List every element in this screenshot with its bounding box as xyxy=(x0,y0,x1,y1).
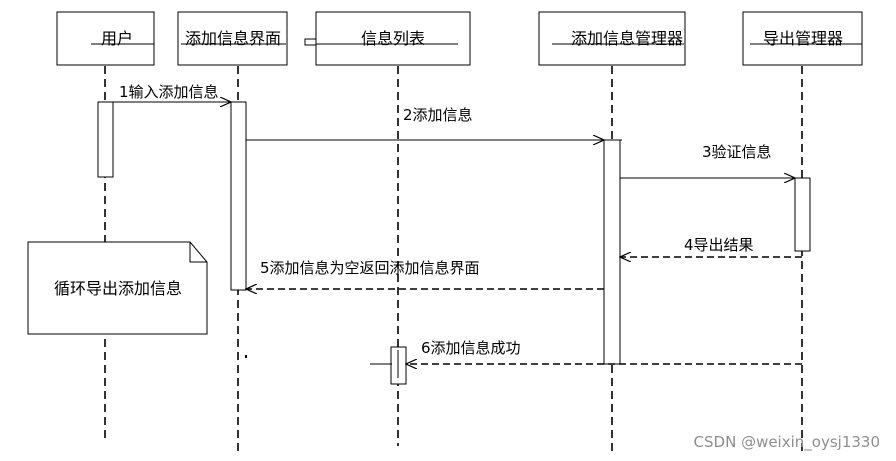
participant-info-list-port xyxy=(304,38,317,46)
note-label: 循环导出添加信息 xyxy=(54,279,182,298)
participant-add-ui: 添加信息界面 xyxy=(177,11,288,66)
lifeline-marker xyxy=(245,355,247,358)
participant-export-manager-label: 导出管理器 xyxy=(763,29,843,48)
activation-user xyxy=(97,101,114,178)
participant-user-label: 用户 xyxy=(101,29,133,48)
message-3-label: 3验证信息 xyxy=(702,143,772,161)
participant-user: 用户 xyxy=(56,11,155,66)
watermark: CSDN @weixin_oysj1330 xyxy=(694,433,880,452)
message-5-label: 5添加信息为空返回添加信息界面 xyxy=(260,259,480,277)
participant-add-ui-label: 添加信息界面 xyxy=(185,29,281,48)
activation-add-ui xyxy=(230,101,247,291)
message-4-label: 4导出结果 xyxy=(684,236,754,254)
activation-export-manager xyxy=(794,177,811,252)
participant-info-list: 信息列表 xyxy=(304,11,471,66)
message-6-label: 6添加信息成功 xyxy=(421,339,521,357)
message-1-label: 1输入添加信息 xyxy=(119,83,219,101)
participant-export-manager: 导出管理器 xyxy=(742,11,863,66)
note: 循环导出添加信息 xyxy=(27,241,208,335)
participant-add-manager-label: 添加信息管理器 xyxy=(571,29,683,48)
message-2-label: 2添加信息 xyxy=(403,106,473,124)
activation-add-manager xyxy=(603,139,621,365)
participant-info-list-label: 信息列表 xyxy=(361,29,425,48)
participant-add-manager: 添加信息管理器 xyxy=(538,11,686,66)
